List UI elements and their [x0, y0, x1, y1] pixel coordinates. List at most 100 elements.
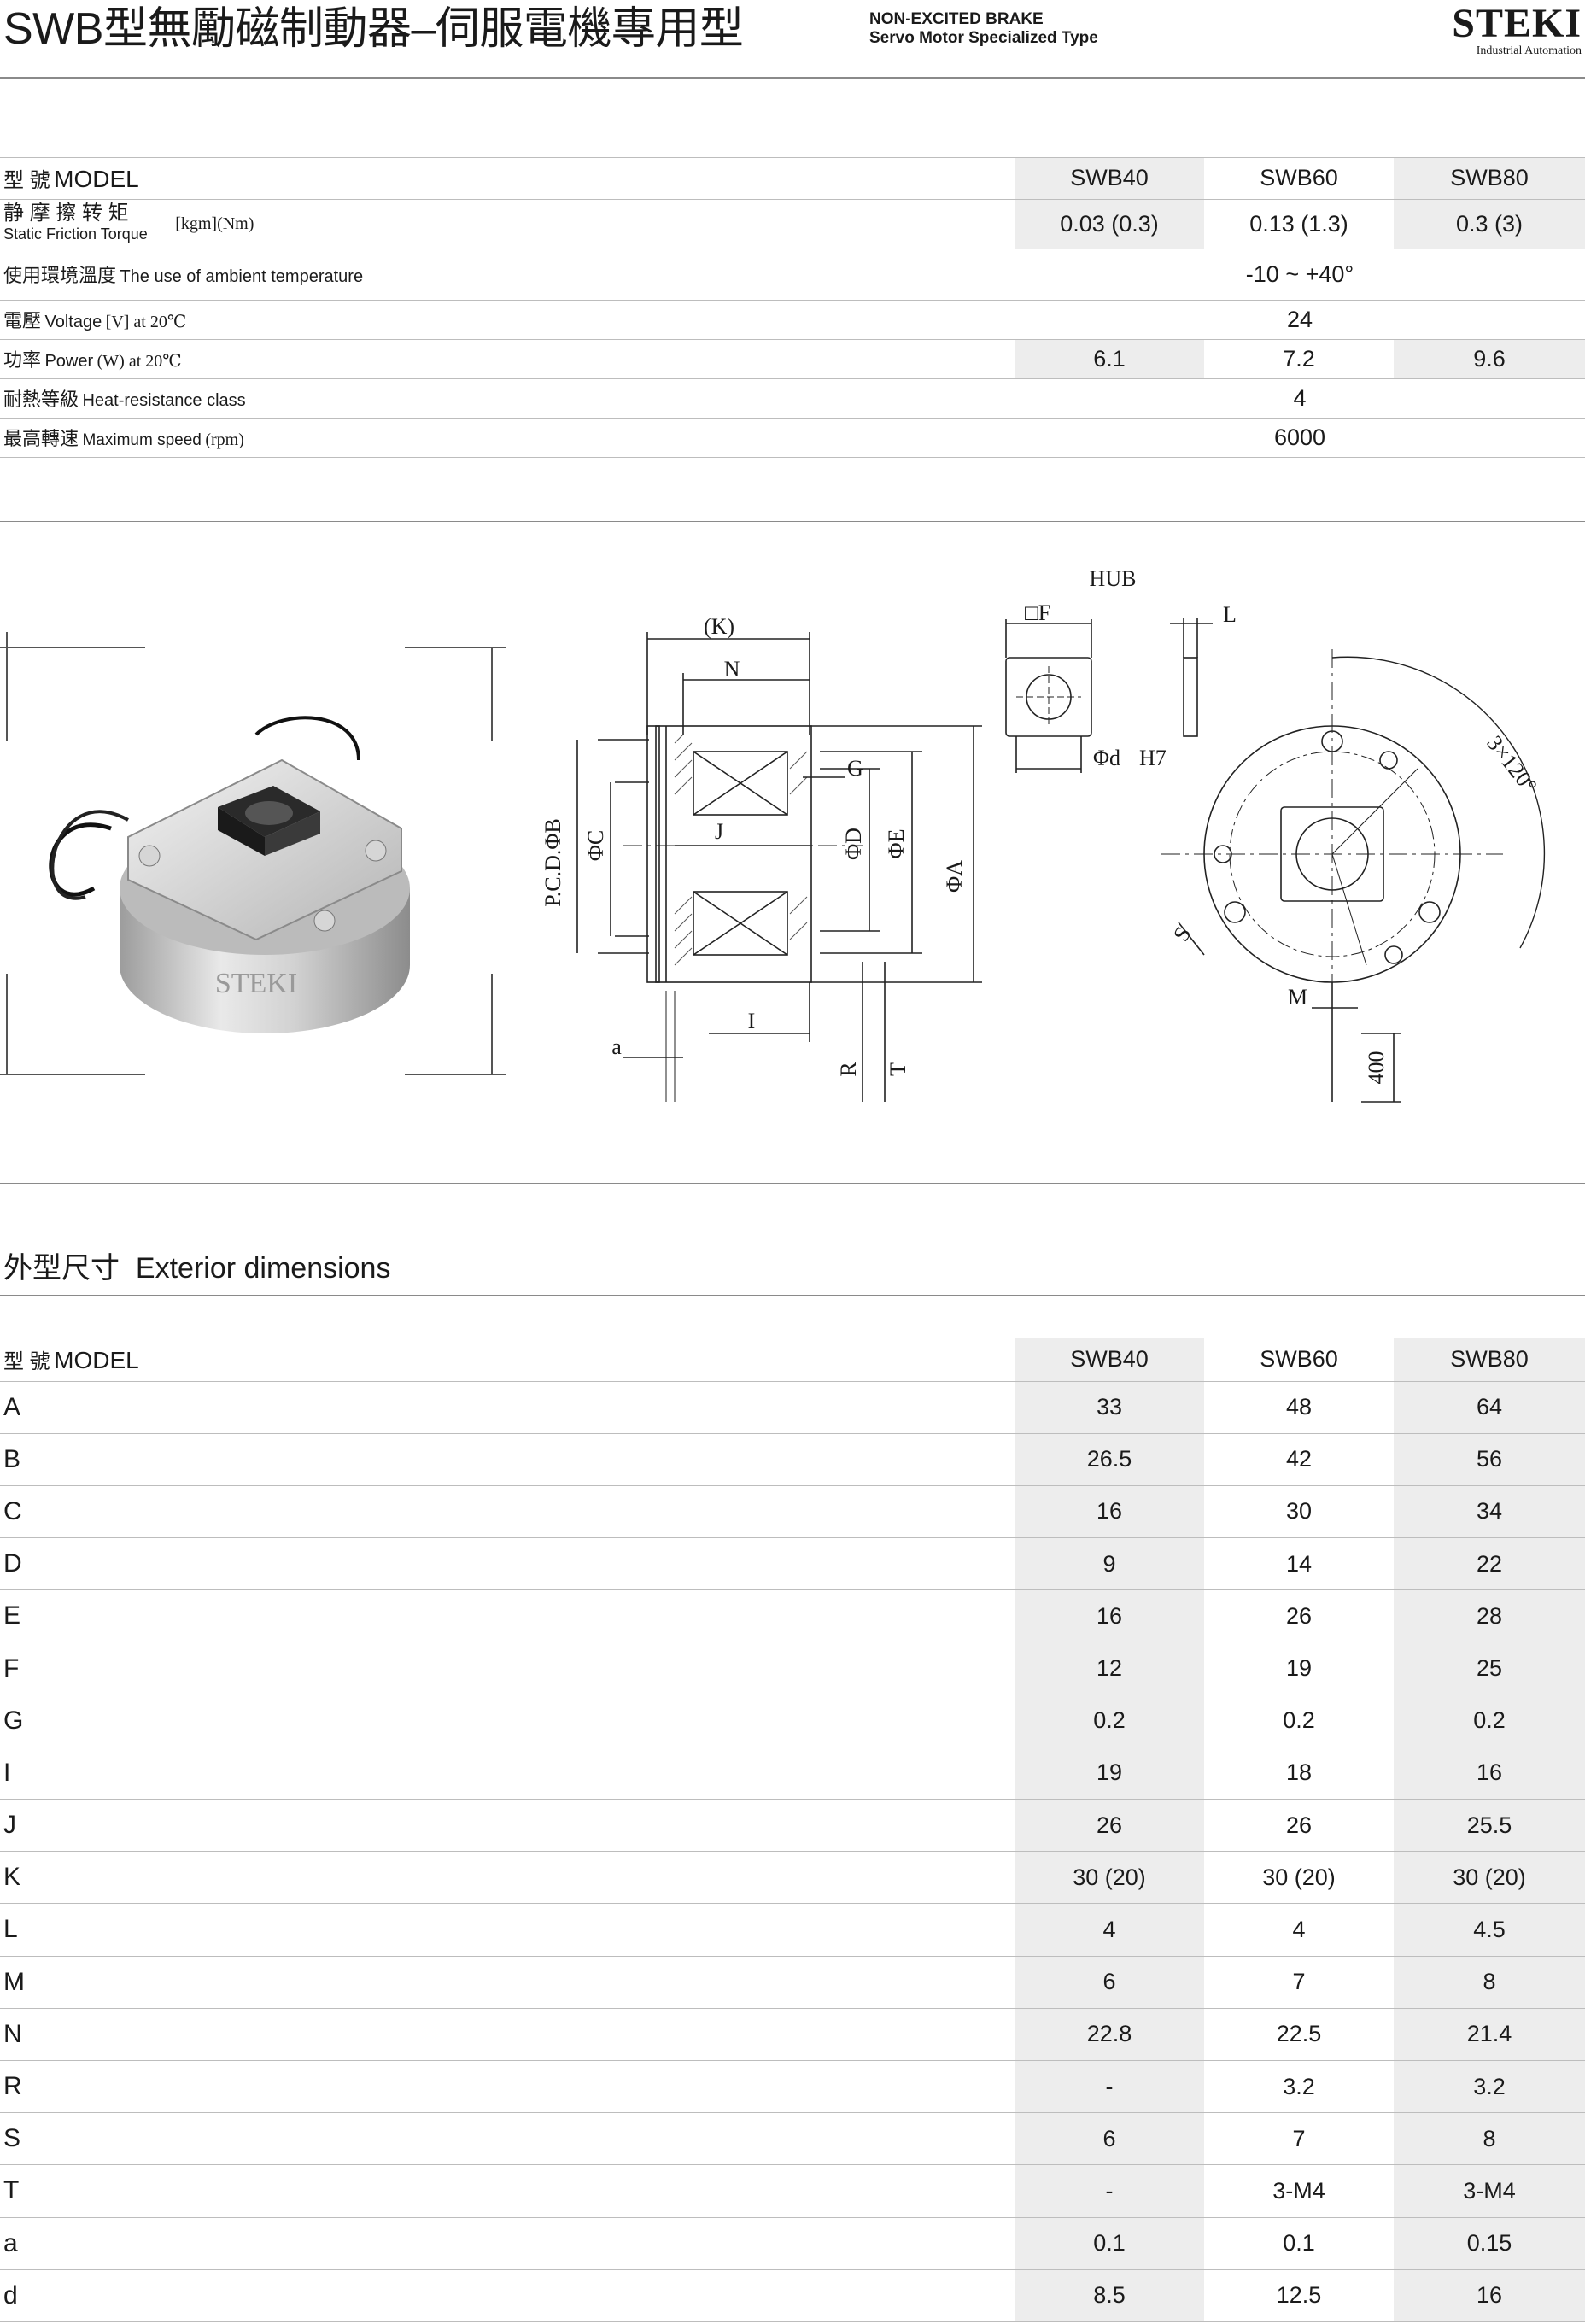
- dimension-value-2: 14: [1204, 1537, 1394, 1591]
- lead-wire-3: [254, 716, 360, 761]
- dimension-label: a: [0, 2217, 1015, 2270]
- spec-model-3: SWB80: [1394, 158, 1585, 200]
- dimension-label: R: [0, 2060, 1015, 2114]
- drawing-labels: HUB (K) N G P.C.D.ΦB ΦC J ΦD ΦE ΦA I a R…: [541, 566, 1542, 1085]
- brand-logo-word: STEKI: [1452, 1, 1582, 46]
- dimension-value-3: 64: [1394, 1381, 1585, 1434]
- label-m: M: [1288, 985, 1307, 1010]
- spec-model-cn: 型 號: [3, 169, 50, 193]
- dimension-value-2: 12.5: [1204, 2269, 1394, 2322]
- dimension-label: L: [0, 1903, 1015, 1957]
- dimension-label: M: [0, 1956, 1015, 2009]
- dimension-value-3: 0.2: [1394, 1695, 1585, 1747]
- dimension-value-1: 22.8: [1015, 2008, 1204, 2061]
- dimension-value-3: 8: [1394, 1956, 1585, 2009]
- power-label-cn: 功率: [3, 349, 42, 371]
- label-a-gap: a: [611, 1034, 622, 1059]
- dimension-label: G: [0, 1695, 1015, 1747]
- dimension-label: C: [0, 1485, 1015, 1539]
- torque-value-3: 0.3 (3): [1394, 199, 1585, 249]
- exterior-title-rule: [0, 1295, 1585, 1296]
- spec-row-voltage: 電壓 Voltage [V] at 20℃ 24: [0, 300, 1585, 340]
- dimension-value-1: 30 (20): [1015, 1851, 1204, 1905]
- exterior-model-1: SWB40: [1015, 1338, 1204, 1382]
- label-j: J: [715, 819, 723, 844]
- label-f: □F: [1025, 600, 1050, 625]
- dimension-value-3: 22: [1394, 1537, 1585, 1591]
- dimension-value-2: 48: [1204, 1381, 1394, 1434]
- label-hub: HUB: [1090, 566, 1137, 591]
- spec-model-en: MODEL: [54, 166, 139, 193]
- dimension-value-2: 4: [1204, 1903, 1394, 1957]
- heat-value: 4: [1015, 378, 1585, 419]
- label-3x120: 3×120°: [1482, 731, 1541, 799]
- coil-bottom: [693, 891, 788, 956]
- dimension-value-2: 18: [1204, 1747, 1394, 1800]
- dimension-value-1: -: [1015, 2060, 1204, 2114]
- label-c: ΦC: [583, 830, 608, 861]
- dimension-value-2: 0.1: [1204, 2217, 1394, 2270]
- dimension-value-3: 28: [1394, 1589, 1585, 1643]
- voltage-value: 24: [1015, 300, 1585, 340]
- dimension-value-2: 3.2: [1204, 2060, 1394, 2114]
- spec-row-temperature: 使用環境溫度 The use of ambient temperature -1…: [0, 249, 1585, 301]
- spec-row-model: 型 號 MODEL SWB40 SWB60 SWB80: [0, 158, 1585, 200]
- spec-row-speed: 最高轉速 Maximum speed (rpm) 6000: [0, 418, 1585, 458]
- hub-side: [1183, 657, 1198, 737]
- exterior-model-3: SWB80: [1394, 1338, 1585, 1382]
- housing-outline: [655, 725, 812, 983]
- dimension-value-3: 25: [1394, 1642, 1585, 1695]
- speed-value: 6000: [1015, 418, 1585, 458]
- label-l: L: [1223, 602, 1237, 627]
- drawing-top-rule: [0, 521, 1585, 522]
- screw-icon: [365, 840, 387, 862]
- dimension-value-3: 3.2: [1394, 2060, 1585, 2114]
- voltage-unit: [V] at 20℃: [105, 313, 187, 331]
- dimension-value-1: 16: [1015, 1589, 1204, 1643]
- screw-icon: [138, 845, 161, 867]
- label-400: 400: [1364, 1051, 1389, 1085]
- dimension-value-2: 42: [1204, 1433, 1394, 1486]
- dimension-value-2: 26: [1204, 1799, 1394, 1853]
- dimension-value-1: 33: [1015, 1381, 1204, 1434]
- voltage-label-en: Voltage: [44, 313, 102, 331]
- drawing-bottom-rule: [0, 1183, 1585, 1184]
- dimension-value-1: 16: [1015, 1485, 1204, 1539]
- spec-row-heat: 耐熱等級 Heat-resistance class 4: [0, 378, 1585, 419]
- dimension-value-2: 30: [1204, 1485, 1394, 1539]
- spec-row-torque: 静 摩 擦 转 矩 Static Friction Torque [kgm](N…: [0, 199, 1585, 249]
- label-k: (K): [704, 614, 734, 639]
- dimension-label: I: [0, 1747, 1015, 1800]
- page-subtitle-type: Servo Motor Specialized Type: [869, 29, 1098, 47]
- dimension-value-1: 26: [1015, 1799, 1204, 1853]
- dimension-label: E: [0, 1589, 1015, 1643]
- exterior-title-cn: 外型尺寸: [3, 1252, 120, 1285]
- dimension-value-3: 16: [1394, 1747, 1585, 1800]
- exterior-header-row: 型 號 MODEL SWB40 SWB60 SWB80: [0, 1338, 1585, 1382]
- dimension-value-1: 8.5: [1015, 2269, 1204, 2322]
- dimension-label: D: [0, 1537, 1015, 1591]
- torque-label-en: Static Friction Torque: [3, 225, 148, 243]
- torque-value-2: 0.13 (1.3): [1204, 199, 1394, 249]
- label-d: ΦD: [841, 828, 866, 860]
- shaft-bore: [245, 801, 293, 825]
- speed-label-cn: 最高轉速: [3, 428, 79, 449]
- dimension-label: S: [0, 2112, 1015, 2166]
- hub-square: [1005, 657, 1092, 737]
- hub-detail-view: [1005, 618, 1213, 773]
- dimension-value-3: 56: [1394, 1433, 1585, 1486]
- exterior-model-2: SWB60: [1204, 1338, 1394, 1382]
- label-pcd-b: P.C.D.ΦB: [541, 818, 565, 907]
- dimension-value-3: 16: [1394, 2269, 1585, 2322]
- dimension-value-3: 25.5: [1394, 1799, 1585, 1853]
- exterior-title-en: Exterior dimensions: [135, 1252, 391, 1285]
- brand-logo: STEKI Industrial Automation: [1452, 3, 1582, 58]
